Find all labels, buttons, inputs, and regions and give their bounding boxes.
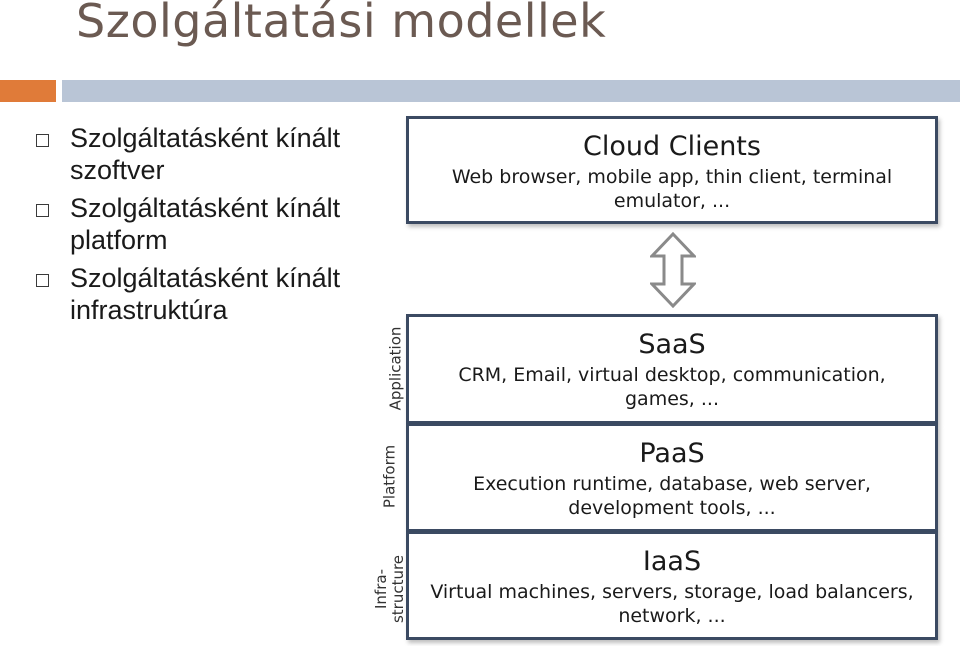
double-vertical-arrow-icon [650, 232, 696, 308]
cloud-clients-desc: Web browser, mobile app, thin client, te… [451, 166, 893, 212]
bullet-item-paas: Szolgáltatásként kínált platform [36, 192, 376, 256]
bullet-item-iaas: Szolgáltatásként kínált infrastruktúra [36, 262, 376, 326]
accent-bar-blue [62, 80, 960, 102]
iaas-box: IaaS Virtual machines, servers, storage,… [406, 532, 938, 640]
bullet-text: Szolgáltatásként kínált platform [70, 193, 341, 255]
saas-heading: SaaS [638, 329, 706, 360]
accent-bar-orange [0, 80, 56, 102]
slide-title: Szolgáltatási modellek [76, 0, 607, 48]
bullet-text: Szolgáltatásként kínált infrastruktúra [70, 263, 341, 325]
cloud-clients-heading: Cloud Clients [583, 131, 761, 162]
side-label-infrastructure: Infra- structure [372, 554, 407, 624]
bullet-item-saas: Szolgáltatásként kínált szoftver [36, 122, 376, 186]
iaas-heading: IaaS [642, 546, 702, 577]
paas-box: PaaS Execution runtime, database, web se… [406, 424, 938, 532]
saas-box: SaaS CRM, Email, virtual desktop, commun… [406, 314, 938, 424]
paas-desc: Execution runtime, database, web server,… [473, 473, 871, 519]
bullet-list: Szolgáltatásként kínált szoftver Szolgál… [36, 122, 376, 332]
side-label-application: Application [386, 326, 405, 411]
saas-desc: CRM, Email, virtual desktop, communicati… [458, 364, 886, 410]
paas-heading: PaaS [639, 438, 705, 469]
square-bullet-icon [36, 204, 49, 217]
cloud-clients-box: Cloud Clients Web browser, mobile app, t… [406, 116, 938, 224]
square-bullet-icon [36, 134, 49, 147]
side-label-platform: Platform [380, 444, 399, 509]
square-bullet-icon [36, 274, 49, 287]
iaas-desc: Virtual machines, servers, storage, load… [430, 581, 914, 627]
bullet-text: Szolgáltatásként kínált szoftver [70, 123, 341, 185]
